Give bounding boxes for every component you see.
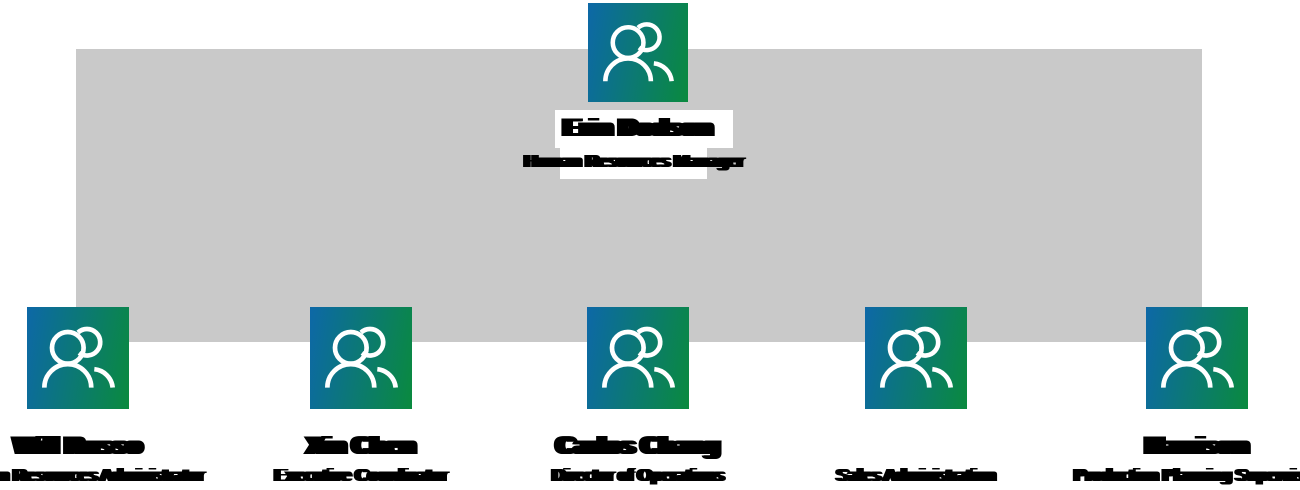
- person-title: Human Resources Administrator: [0, 465, 204, 485]
- front-person-head: [610, 24, 646, 61]
- back-person-head: [636, 22, 662, 53]
- person-name: Xin Chen: [306, 432, 416, 460]
- person-title: Human Resources Manager: [524, 151, 744, 171]
- person-title: Executive Coordinator: [274, 465, 448, 485]
- people-icon: [587, 307, 689, 409]
- people-icon: [310, 307, 412, 409]
- person-title: Production Planning Supervisor: [1074, 465, 1300, 485]
- back-person-shoulders: [653, 61, 674, 82]
- person-name: Will Russo: [14, 432, 142, 460]
- people-icon: [1146, 307, 1248, 409]
- name-label-box: [555, 110, 733, 148]
- person-title: Sales Administration: [836, 465, 996, 485]
- person-name: Harrison: [1145, 432, 1249, 460]
- person-name: Carlos Chang: [556, 432, 720, 460]
- person-name: Erin Dodson: [563, 114, 713, 142]
- people-icon: [865, 307, 967, 409]
- front-person-shoulders: [603, 56, 654, 82]
- people-icon: [588, 3, 688, 102]
- people-icon: [27, 307, 129, 409]
- title-label-box: [560, 148, 707, 179]
- person-title: Director of Operations: [552, 465, 724, 485]
